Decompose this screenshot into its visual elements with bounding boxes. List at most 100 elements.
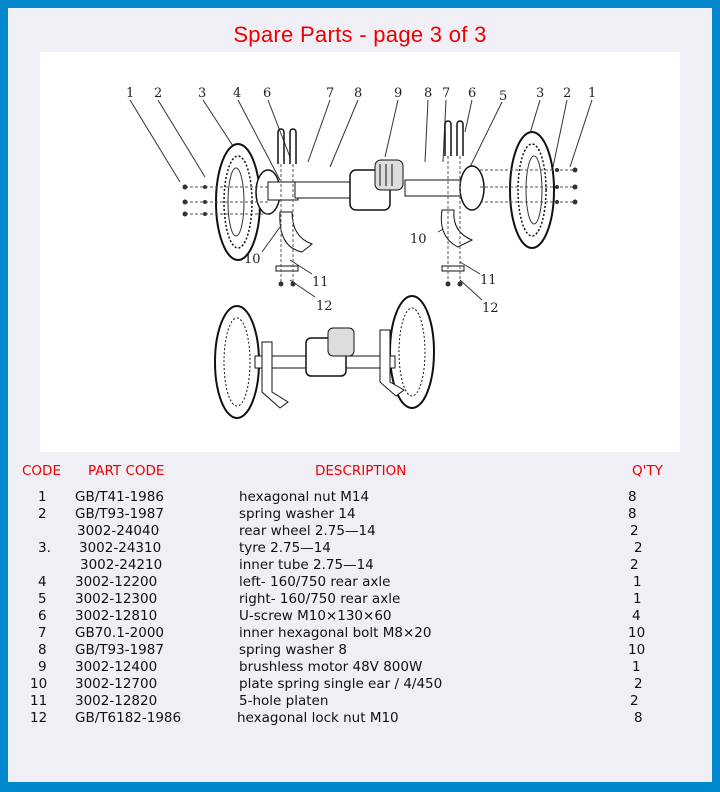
callout-top: 5 xyxy=(499,89,507,104)
left-hub xyxy=(255,169,299,215)
row-part-code: 3002-12400 xyxy=(75,659,158,675)
row-description: brushless motor 48V 800W xyxy=(239,659,423,675)
callout-lower-right: 11 xyxy=(480,273,497,288)
axle-diagram-svg: 1 2 3 4 6 7 8 9 8 7 6 5 3 2 1 10 11 12 1… xyxy=(126,86,596,419)
row-description: inner tube 2.75—14 xyxy=(239,557,374,573)
leader-line xyxy=(307,99,331,163)
leader-line xyxy=(552,99,568,168)
row-description: left- 160/750 rear axle xyxy=(239,574,391,590)
leaf-springs xyxy=(275,209,474,272)
row-description: U-screw M10×130×60 xyxy=(239,608,392,624)
leader-line xyxy=(329,99,359,168)
callout-top: 9 xyxy=(394,86,402,101)
callout-top: 2 xyxy=(563,86,571,101)
row-part-code: 3002-12200 xyxy=(75,574,158,590)
row-description: hexagonal nut M14 xyxy=(239,489,370,505)
callout-lower-left: 12 xyxy=(316,299,333,314)
callout-top: 2 xyxy=(154,86,162,101)
leader-line xyxy=(261,226,281,253)
row-part-code: GB/T93-1987 xyxy=(75,506,164,522)
leader-line xyxy=(237,99,281,181)
callout-lower-right: 12 xyxy=(482,301,499,316)
leader-line xyxy=(464,99,473,133)
leader-line xyxy=(289,259,313,275)
callout-top: 1 xyxy=(126,86,134,101)
motor xyxy=(349,159,404,211)
left-axle-tube xyxy=(294,181,356,199)
row-part-code: GB70.1-2000 xyxy=(75,625,165,641)
row-description: tyre 2.75—14 xyxy=(239,540,331,556)
row-qty: 1 xyxy=(633,574,642,590)
row-description: spring washer 8 xyxy=(239,642,347,658)
row-code: 11 xyxy=(30,693,48,709)
callout-top: 6 xyxy=(263,86,271,101)
callout-top: 4 xyxy=(233,86,241,101)
row-code: 7 xyxy=(38,625,47,641)
row-code: 5 xyxy=(38,591,47,607)
row-qty: 2 xyxy=(630,693,639,709)
row-code: 8 xyxy=(38,642,47,658)
row-code: 10 xyxy=(30,676,48,692)
header-part-code: PART CODE xyxy=(88,463,165,479)
row-part-code: 3002-12300 xyxy=(75,591,158,607)
page-frame: Spare Parts - page 3 of 3 xyxy=(8,8,712,782)
exploded-diagram: 1 2 3 4 6 7 8 9 8 7 6 5 3 2 1 10 11 12 1… xyxy=(40,52,680,452)
leader-line xyxy=(384,99,399,158)
header-code: CODE xyxy=(22,463,61,479)
row-qty: 2 xyxy=(630,557,639,573)
row-qty: 1 xyxy=(632,659,641,675)
row-description: inner hexagonal bolt M8×20 xyxy=(239,625,432,641)
page-title: Spare Parts - page 3 of 3 xyxy=(233,22,487,47)
callout-lower-left: 10 xyxy=(244,252,261,267)
callout-top: 3 xyxy=(536,86,544,101)
row-qty: 1 xyxy=(633,591,642,607)
nuts xyxy=(182,167,578,287)
leader-line xyxy=(267,99,291,158)
row-code: 9 xyxy=(38,659,47,675)
row-code: 6 xyxy=(38,608,47,624)
row-code: 12 xyxy=(30,710,48,726)
row-part-code: 3002-12820 xyxy=(75,693,158,709)
callout-top: 8 xyxy=(424,86,432,101)
table-row: 9 3002-12400 brushless motor 48V 800W 1 xyxy=(8,659,712,676)
header-qty: Q'TY xyxy=(632,463,663,479)
row-part-code: 3002-24310 xyxy=(79,540,162,556)
row-part-code: GB/T41-1986 xyxy=(75,489,164,505)
row-qty: 2 xyxy=(634,676,643,692)
row-qty: 8 xyxy=(634,710,643,726)
row-description: plate spring single ear / 4/450 xyxy=(239,676,443,692)
row-qty: 10 xyxy=(628,625,646,641)
row-description: rear wheel 2.75—14 xyxy=(239,523,376,539)
row-part-code: GB/T6182-1986 xyxy=(75,710,182,726)
row-qty: 10 xyxy=(628,642,646,658)
callout-top: 8 xyxy=(354,86,362,101)
table-row: 7 GB70.1-2000 inner hexagonal bolt M8×20 10 xyxy=(8,625,712,642)
row-qty: 2 xyxy=(630,523,639,539)
right-axle-tube xyxy=(404,179,466,197)
leader-line xyxy=(569,99,593,168)
row-part-code: 3002-24040 xyxy=(77,523,160,539)
assembled-axle xyxy=(214,295,435,419)
row-code: 1 xyxy=(38,489,47,505)
leader-line xyxy=(424,99,429,163)
header-description: DESCRIPTION xyxy=(315,463,407,479)
table-row: 3002-24210 inner tube 2.75—14 2 xyxy=(8,557,712,574)
row-qty: 8 xyxy=(628,489,637,505)
leader-line xyxy=(157,99,206,178)
callout-top: 7 xyxy=(326,86,334,101)
table-row: 1 GB/T41-1986 hexagonal nut M14 8 xyxy=(8,489,712,506)
table-row: 3002-24040 rear wheel 2.75—14 2 xyxy=(8,523,712,540)
callout-top: 1 xyxy=(588,86,596,101)
row-code: 4 xyxy=(38,574,47,590)
row-code: 3. xyxy=(38,540,51,556)
right-wheel xyxy=(509,131,555,249)
row-part-code: 3002-24210 xyxy=(80,557,163,573)
callout-lower-left: 11 xyxy=(312,275,329,290)
